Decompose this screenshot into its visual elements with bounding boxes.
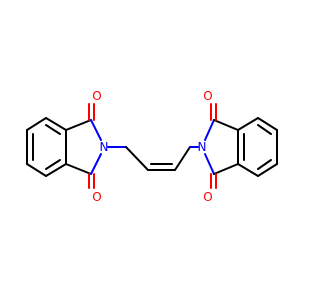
bond [213,119,239,131]
molecule-diagram: O O N N O O [26,89,278,204]
bond [257,159,272,170]
bond-n [90,119,102,141]
oxygen-label-bottom-right: O [203,190,212,204]
bond [257,163,278,177]
bond-n [90,153,102,175]
bond-n [204,153,215,175]
butene-linker [107,146,199,171]
right-phthalimide [204,103,278,189]
nitrogen-label-left: N [100,140,109,154]
bond [65,163,92,175]
nitrogen-label-right: N [198,140,207,154]
atom-labels: O O N N O O [92,89,212,204]
oxygen-label-top-right: O [203,89,212,103]
bond [257,124,272,135]
bond [45,163,67,177]
oxygen-label-bottom-left: O [92,190,101,204]
bond [26,117,47,131]
bond [257,117,278,131]
oxygen-label-top-left: O [92,89,101,103]
bond [26,163,47,177]
bond [65,119,92,131]
bond [213,163,239,175]
bond-n [204,119,215,141]
bond [45,124,61,135]
bond [237,117,259,131]
bond [174,146,191,171]
bond [45,117,67,131]
bond [125,146,149,171]
left-phthalimide [26,103,102,189]
bond [237,163,259,177]
bond [45,159,61,170]
